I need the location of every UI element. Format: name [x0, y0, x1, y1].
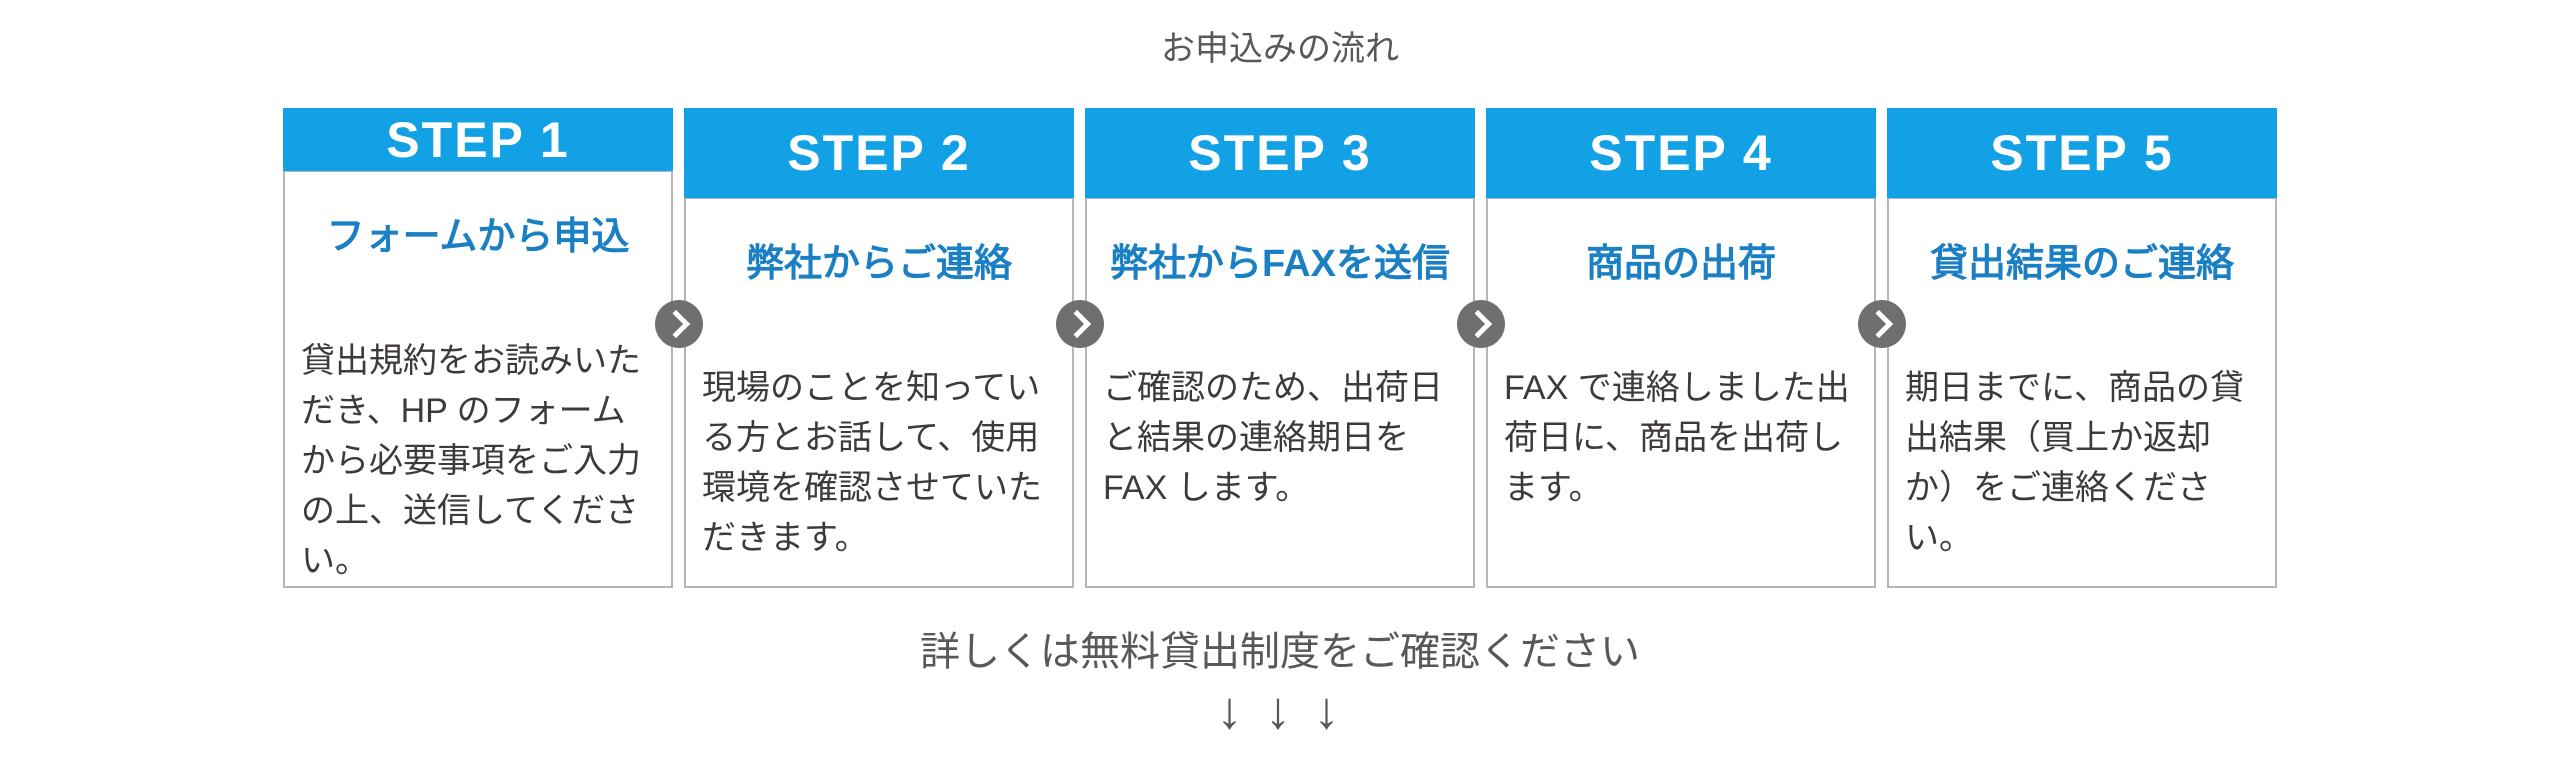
step-body: 貸出結果のご連絡 期日までに、商品の貸出結果（買上か返却か）をご連絡ください。 — [1887, 198, 2277, 588]
chevron-right-icon — [1055, 300, 1104, 348]
chevron-glyph — [1463, 309, 1492, 339]
down-arrows: ↓ ↓ ↓ — [1216, 682, 1344, 740]
step-body: 弊社からFAXを送信 ご確認のため、出荷日と結果の連絡期日をFAX します。 — [1085, 198, 1475, 588]
step-description: FAX で連絡しました出荷日に、商品を出荷します。 — [1504, 369, 1850, 507]
chevron-right-icon — [1857, 300, 1906, 348]
chevron-right-icon — [1456, 300, 1505, 348]
step-card: STEP 4 商品の出荷 FAX で連絡しました出荷日に、商品を出荷します。 — [1486, 108, 1876, 588]
step-card: STEP 5 貸出結果のご連絡 期日までに、商品の貸出結果（買上か返却か）をご連… — [1887, 108, 2277, 588]
step-body: フォームから申込 貸出規約をお読みいただき、HP のフォームから必要事項をご入力… — [283, 171, 673, 588]
step-description: 現場のことを知っている方とお話して、使用環境を確認させていただきます。 — [702, 369, 1042, 557]
step-header-label: STEP 2 — [684, 108, 1074, 198]
step-header-label: STEP 3 — [1085, 108, 1475, 198]
chevron-glyph — [1062, 309, 1091, 339]
step-description: 期日までに、商品の貸出結果（買上か返却か）をご連絡ください。 — [1905, 369, 2244, 557]
step-header-label: STEP 1 — [283, 108, 673, 171]
step-subtitle: 弊社からご連絡 — [745, 243, 1012, 285]
step-body: 商品の出荷 FAX で連絡しました出荷日に、商品を出荷します。 — [1486, 198, 1876, 588]
chevron-glyph — [661, 309, 690, 339]
chevron-glyph — [1864, 309, 1893, 339]
chevron-right-icon — [654, 300, 703, 348]
steps-row: STEP 1 フォームから申込 貸出規約をお読みいただき、HP のフォームから必… — [283, 108, 2277, 588]
step-subtitle: フォームから申込 — [326, 216, 630, 258]
step-card: STEP 3 弊社からFAXを送信 ご確認のため、出荷日と結果の連絡期日をFAX… — [1085, 108, 1475, 588]
step-card: STEP 1 フォームから申込 貸出規約をお読みいただき、HP のフォームから必… — [283, 108, 673, 588]
step-card: STEP 2 弊社からご連絡 現場のことを知っている方とお話して、使用環境を確認… — [684, 108, 1074, 588]
footer-note: 詳しくは無料貸出制度をご確認ください — [920, 630, 1640, 674]
step-header-label: STEP 5 — [1887, 108, 2277, 198]
step-subtitle: 貸出結果のご連絡 — [1929, 243, 2234, 285]
flow-title: お申込みの流れ — [1161, 30, 1399, 68]
step-subtitle: 商品の出荷 — [1585, 243, 1776, 285]
step-description: ご確認のため、出荷日と結果の連絡期日をFAX します。 — [1103, 369, 1443, 507]
step-body: 弊社からご連絡 現場のことを知っている方とお話して、使用環境を確認させていただき… — [684, 198, 1074, 588]
step-description: 貸出規約をお読みいただき、HP のフォームから必要事項をご入力の上、送信してくだ… — [301, 342, 641, 580]
step-subtitle: 弊社からFAXを送信 — [1110, 243, 1450, 285]
step-header-label: STEP 4 — [1486, 108, 1876, 198]
